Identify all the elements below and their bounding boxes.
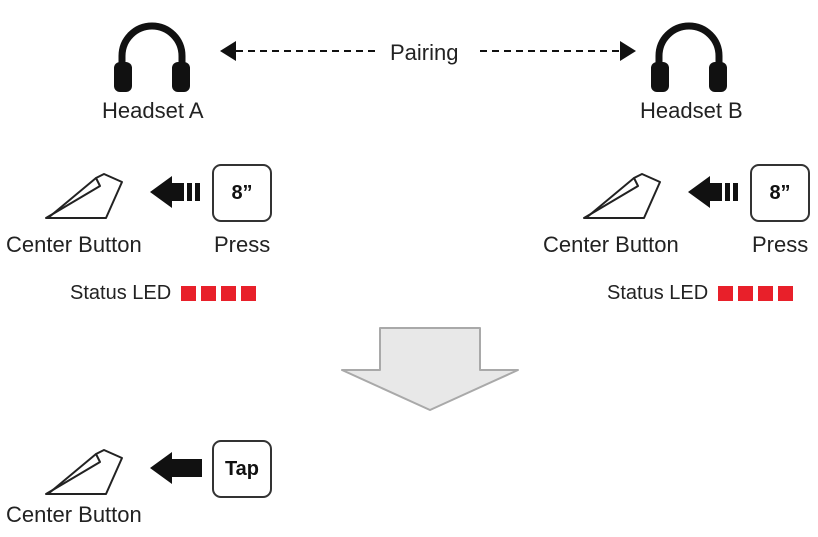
press-label: Press (214, 232, 271, 257)
down-arrow-icon (341, 327, 519, 411)
center-button-label: Center Button (6, 232, 142, 257)
center-button-label: Center Button (6, 502, 142, 527)
led-indicator (201, 286, 217, 301)
arrowhead-left-icon (220, 41, 236, 61)
led-indicator (738, 286, 754, 301)
status-led-label: Status LED (607, 282, 709, 304)
center-button-icon (45, 449, 123, 495)
tap-arrow-icon (150, 452, 202, 484)
hold-duration-key: 8” (212, 164, 272, 222)
press-label: Press (752, 232, 809, 257)
center-button-icon (45, 173, 123, 219)
led-indicator (241, 286, 257, 301)
status-led-label: Status LED (70, 282, 172, 304)
status-led-row: Status LED (70, 282, 261, 305)
tap-key: Tap (212, 440, 272, 498)
led-indicator (221, 286, 237, 301)
center-button-label: Center Button (543, 232, 679, 257)
pairing-arrow (220, 41, 636, 61)
press-arrow-icon (150, 176, 200, 208)
headset-b-label: Headset B (640, 98, 743, 123)
hold-duration-key: 8” (750, 164, 810, 222)
headphones-icon (651, 22, 727, 92)
headset-a-label: Headset A (102, 98, 204, 123)
led-indicator (778, 286, 794, 301)
status-led-row: Status LED (607, 282, 798, 305)
led-indicator (718, 286, 734, 301)
center-button-icon (583, 173, 661, 219)
led-indicator (181, 286, 197, 301)
press-arrow-icon (688, 176, 738, 208)
headphones-icon (114, 22, 190, 92)
pairing-label: Pairing (390, 40, 459, 65)
led-indicator (758, 286, 774, 301)
arrowhead-right-icon (620, 41, 636, 61)
